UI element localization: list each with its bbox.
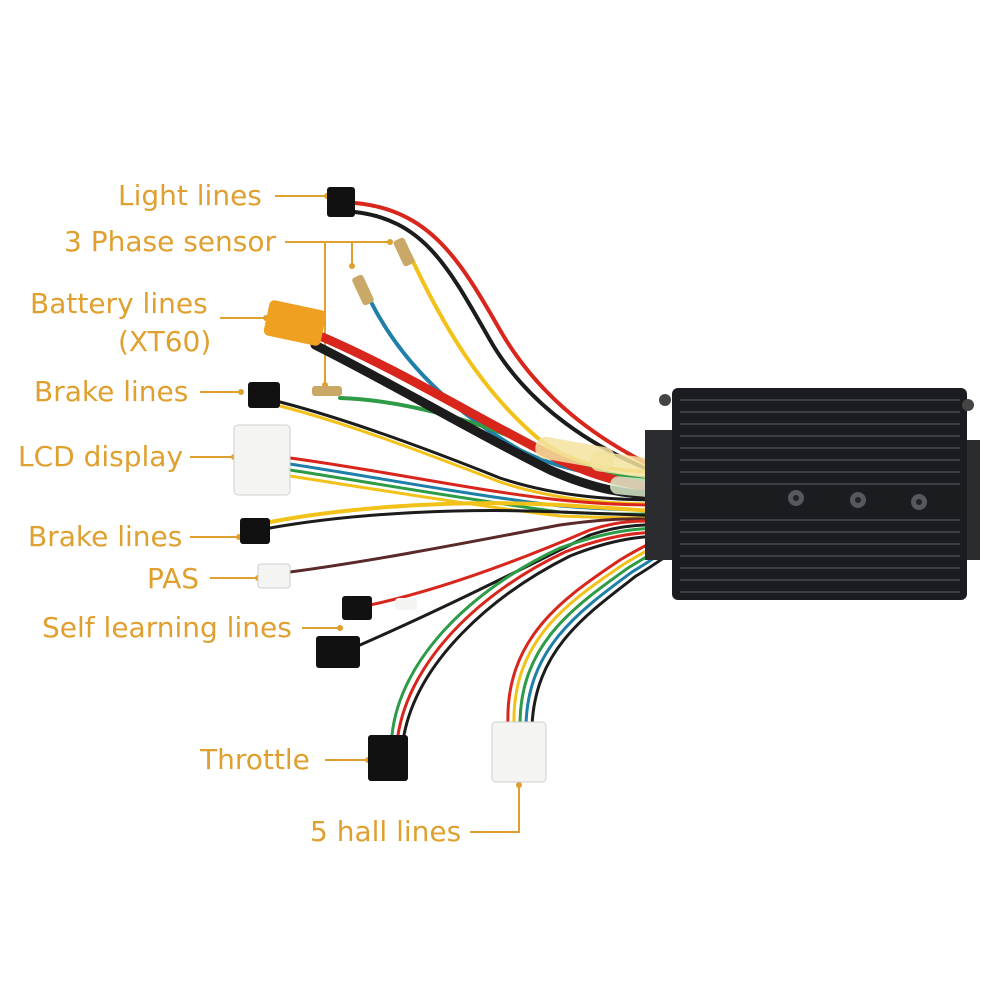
diagram-shape (855, 497, 861, 503)
wire-pas (288, 517, 667, 574)
label-phase-sensor: 3 Phase sensor (64, 225, 277, 258)
connector-pas (257, 563, 291, 589)
wire-self-1 (368, 519, 667, 607)
wire-throttle-3 (402, 534, 667, 737)
diagram-shape (680, 399, 960, 593)
connector-self-2 (316, 636, 360, 668)
wire-light-black (353, 210, 652, 472)
connectors (233, 187, 547, 783)
wire-brake1 (278, 400, 662, 502)
connector-brake2 (240, 518, 270, 544)
label-throttle: Throttle (200, 743, 310, 776)
diagram-shape (916, 499, 922, 505)
controller-body (645, 388, 980, 600)
diagram-shape (395, 598, 417, 610)
wire-throttle-2 (396, 530, 667, 737)
connector-xt60 (263, 300, 327, 346)
label-lcd-display: LCD display (18, 440, 184, 473)
label-battery-xt60: (XT60) (118, 325, 212, 358)
diagram-shape (337, 625, 343, 631)
connector-hall (491, 721, 547, 783)
terminal-phase-2 (352, 274, 374, 306)
diagram-shape (349, 263, 355, 269)
connector-lcd (233, 424, 291, 496)
diagram-shape (238, 389, 244, 395)
label-battery-lines: Battery lines (30, 287, 208, 320)
wire-phase-yellow (408, 253, 657, 474)
connector-light (327, 187, 355, 217)
diagram-shape (516, 782, 522, 788)
label-self-learning: Self learning lines (42, 611, 292, 644)
terminal-phase-1 (393, 237, 415, 267)
wire-brake2 (268, 501, 667, 524)
label-hall-lines: 5 hall lines (310, 815, 462, 848)
diagram-shape (387, 239, 393, 245)
connector-self-1 (342, 596, 372, 620)
label-brake-lines-1: Brake lines (34, 375, 189, 408)
diagram-shape (672, 388, 967, 600)
label-light-lines: Light lines (118, 179, 262, 212)
diagram-shape (962, 399, 974, 411)
diagram-shape (659, 394, 671, 406)
leader-hall (470, 785, 520, 833)
wire-self-2 (358, 523, 667, 647)
leader-lines (190, 195, 520, 833)
connector-throttle (368, 735, 408, 781)
wire-lcd-1 (288, 456, 667, 507)
label-pas: PAS (147, 562, 200, 595)
wire-brake2-b (268, 509, 667, 530)
wire-light-red (353, 201, 652, 467)
wire-throttle-1 (390, 526, 667, 737)
label-brake-lines-2: Brake lines (28, 520, 183, 553)
terminal-phase-3 (312, 386, 342, 396)
diagram-shape (590, 451, 660, 479)
diagram-shape (793, 495, 799, 501)
connector-brake1 (248, 382, 280, 408)
